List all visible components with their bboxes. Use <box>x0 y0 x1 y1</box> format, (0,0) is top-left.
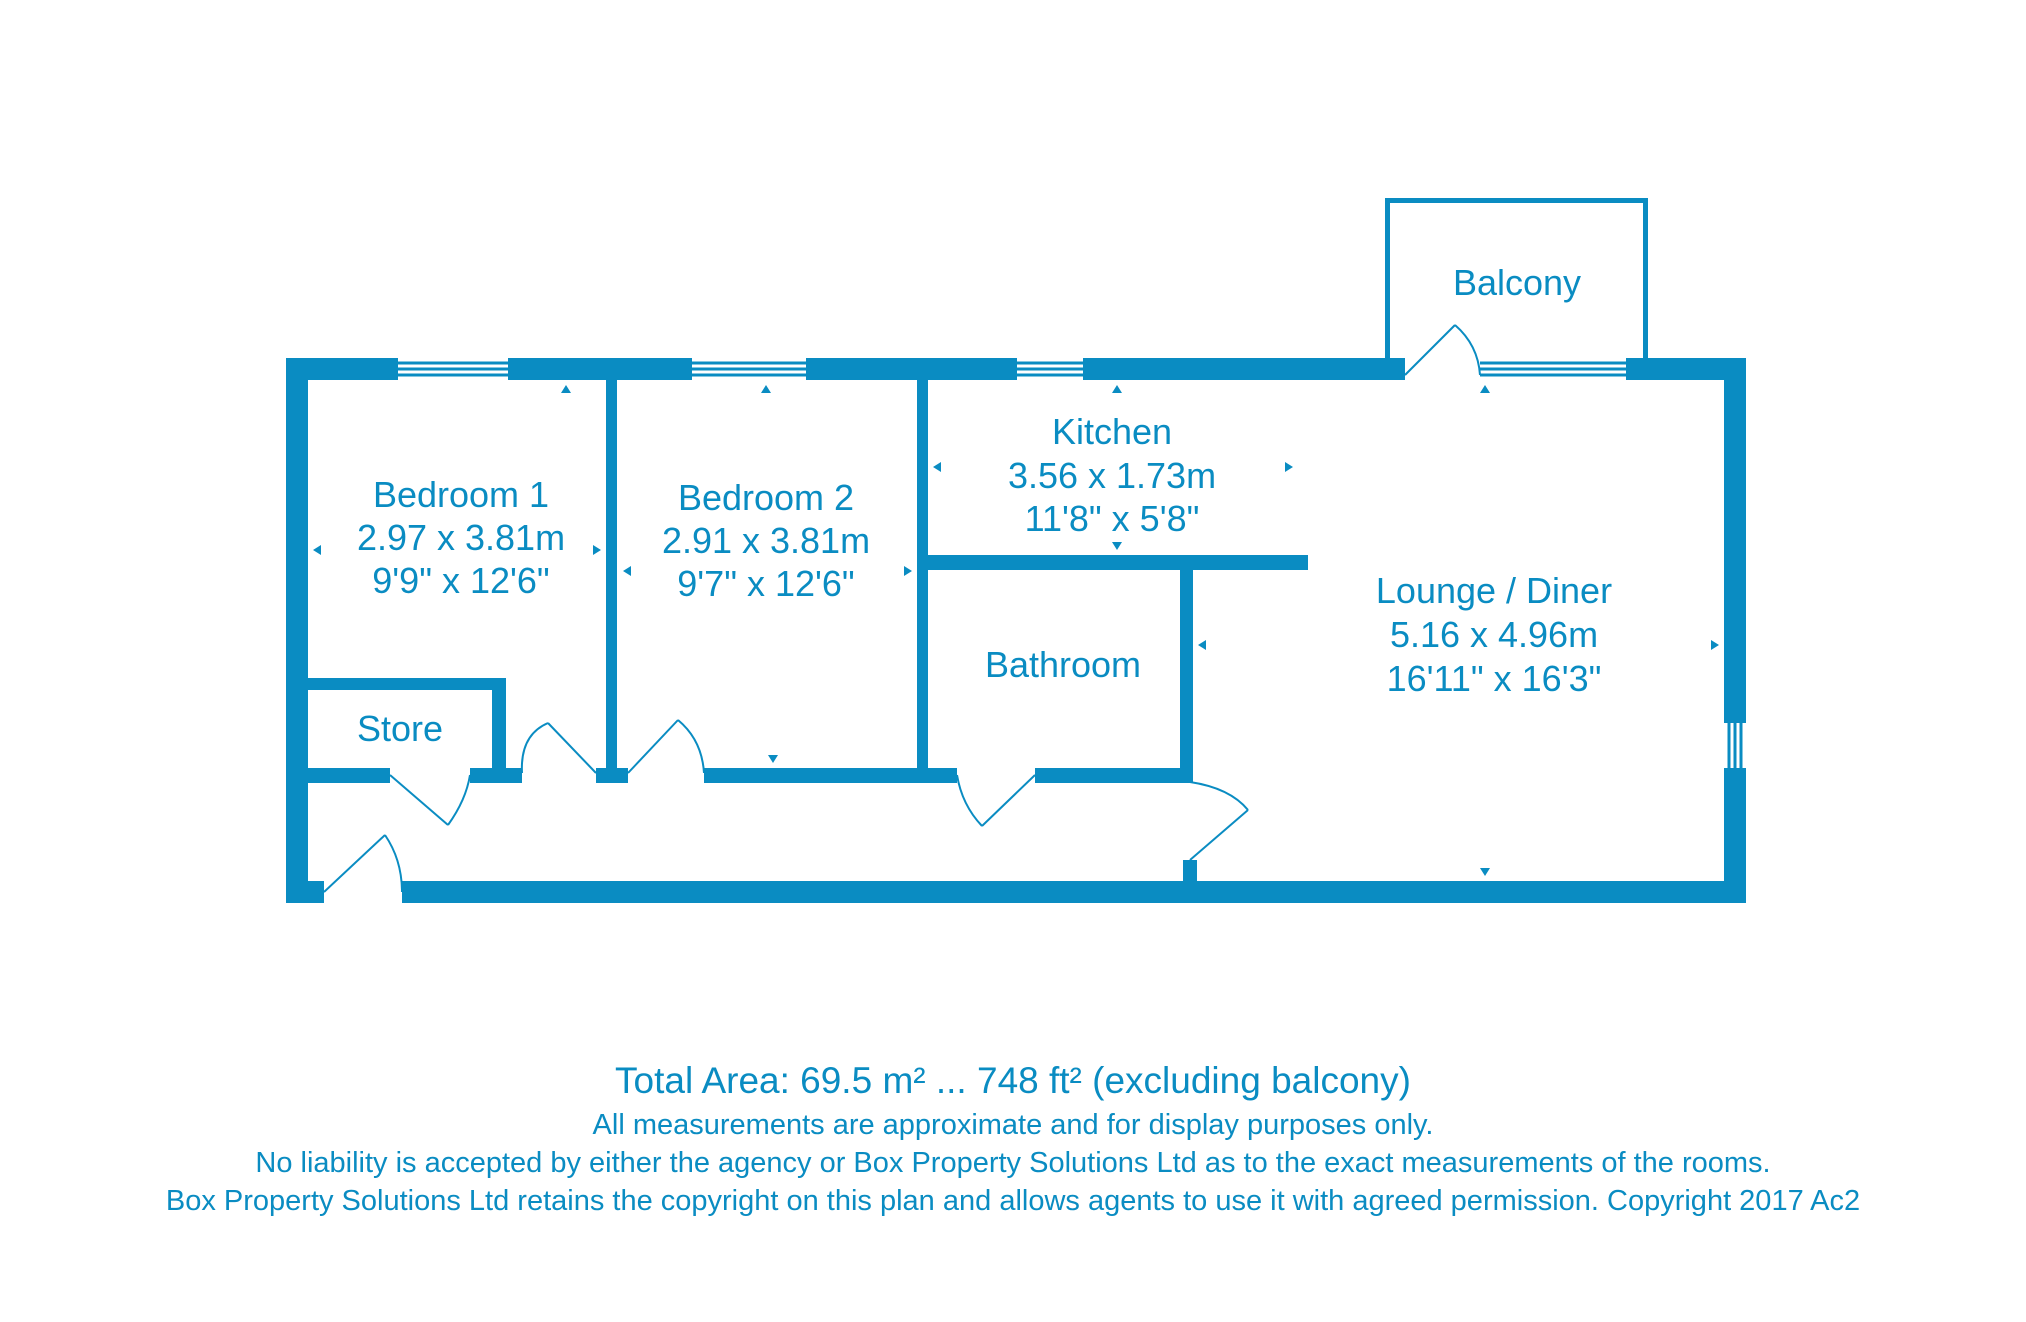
lounge-door <box>1189 781 1249 861</box>
outer-walls <box>286 358 1746 903</box>
store-name: Store <box>357 708 443 749</box>
room-lounge: Lounge / Diner 5.16 x 4.96m 16'11" x 16'… <box>1376 570 1612 699</box>
bathroom-door <box>956 774 1036 827</box>
kitchen-name: Kitchen <box>1052 411 1172 452</box>
bedroom1-door <box>520 722 597 774</box>
bedroom2-name: Bedroom 2 <box>678 477 854 518</box>
lounge-metric: 5.16 x 4.96m <box>1390 614 1598 655</box>
room-bedroom2: Bedroom 2 2.91 x 3.81m 9'7" x 12'6" <box>662 477 870 604</box>
bedroom1-metric: 2.97 x 3.81m <box>357 517 565 558</box>
bedroom2-door <box>627 719 705 774</box>
balcony-door <box>1404 324 1481 376</box>
bathroom-name: Bathroom <box>985 644 1141 685</box>
balcony-outline <box>1385 198 1648 358</box>
kitchen-metric: 3.56 x 1.73m <box>1008 455 1216 496</box>
room-kitchen: Kitchen 3.56 x 1.73m 11'8" x 5'8" <box>1008 411 1216 539</box>
disclaimer-line-1: All measurements are approximate and for… <box>593 1109 1434 1141</box>
kitchen-imperial: 11'8" x 5'8" <box>1025 498 1200 539</box>
doors <box>323 324 1481 893</box>
store-door <box>389 774 471 826</box>
room-bedroom1: Bedroom 1 2.97 x 3.81m 9'9" x 12'6" <box>357 474 565 601</box>
lounge-name: Lounge / Diner <box>1376 570 1612 611</box>
bedroom1-name: Bedroom 1 <box>373 474 549 515</box>
bedroom2-imperial: 9'7" x 12'6" <box>677 563 854 604</box>
measurement-arrows <box>313 385 1719 876</box>
entrance-door <box>323 834 403 893</box>
disclaimer-line-2: No liability is accepted by either the a… <box>255 1147 1770 1179</box>
room-balcony: Balcony <box>1453 262 1581 303</box>
lounge-imperial: 16'11" x 16'3" <box>1387 658 1602 699</box>
room-store: Store <box>357 708 443 749</box>
windows <box>398 361 1743 768</box>
total-area: Total Area: 69.5 m² ... 748 ft² (excludi… <box>615 1060 1411 1101</box>
plan-footer: Total Area: 69.5 m² ... 748 ft² (excludi… <box>166 1060 1860 1217</box>
bedroom2-metric: 2.91 x 3.81m <box>662 520 870 561</box>
interior-walls <box>308 380 1308 885</box>
balcony-name: Balcony <box>1453 262 1581 303</box>
disclaimer-line-3: Box Property Solutions Ltd retains the c… <box>166 1185 1860 1217</box>
bedroom1-imperial: 9'9" x 12'6" <box>372 560 549 601</box>
room-bathroom: Bathroom <box>985 644 1141 685</box>
